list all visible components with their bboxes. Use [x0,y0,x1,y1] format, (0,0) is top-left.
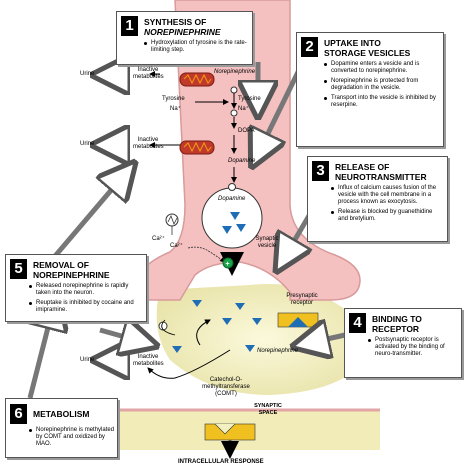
label-norepinephrine-top: Norepinephrine [214,69,256,75]
label-tyrosine-right: Tyrosine [238,96,261,102]
step1-number: 1 [121,16,138,36]
label-na-right: Na⁺ [238,106,249,112]
step6-number: 6 [10,404,27,424]
step2-bullet-3: Transport into the vesicle is inhibited … [324,95,439,109]
step1-bullet-1: Hydroxylation of tyrosine is the rate-li… [144,40,249,54]
step2-bullets: Dopamine enters a vesicle and is convert… [324,61,439,112]
step6-title: METABOLISM [33,409,90,419]
label-inactive-metabolites-bottom: Inactive metabolites [133,354,164,367]
svg-text:+: + [226,261,230,268]
step1-bullets: Hydroxylation of tyrosine is the rate-li… [144,40,249,57]
step5-number: 5 [10,259,27,279]
step3-number: 3 [312,161,329,181]
label-intracellular-response: INTRACELLULAR RESPONSE [178,459,264,465]
label-inactive-metabolites-middle: Inactive metabolites [133,137,164,150]
step2-bullet-2: Norepinephrine is protected from degrada… [324,78,439,92]
label-urine-top: Urine [80,71,95,77]
step5-bullets: Released norepinephrine is rapidly taken… [29,283,144,317]
mitochondrion-top [179,72,215,87]
label-na-left: Na⁺ [170,106,181,112]
label-presynaptic-receptor: Presynaptic receptor [286,293,318,306]
step4-bullet-1: Postsynaptic receptor is activated by th… [368,337,458,358]
label-ca-right: Ca²⁺ [170,243,183,249]
label-comt: Catechol-O-methyltransferase (COMT) [202,377,250,397]
step2-number: 2 [301,37,318,57]
synaptic-cleft-region [156,284,371,395]
step4-bullets: Postsynaptic receptor is activated by th… [368,337,458,361]
label-urine-middle: Urine [80,141,95,147]
step6-bullet-1: Norepinephrine is methylated by COMT and… [29,427,115,448]
step4-number: 4 [349,313,366,333]
label-urine-bottom: Urine [80,357,95,363]
label-dopamine-upper: Dopamine [228,158,256,164]
label-inactive-metabolites-top: Inactive metabolites [133,67,164,80]
label-synaptic-vesicle: Synaptic vesicle [255,236,279,249]
label-dopa: DOPA [238,128,255,134]
step3-bullets: Influx of calcium causes fusion of the v… [331,185,444,226]
label-ca-left: Ca²⁺ [152,236,165,242]
step3-bullet-1: Influx of calcium causes fusion of the v… [331,185,444,206]
label-norepinephrine-cleft: Norepinephrine [257,348,299,354]
label-synaptic-space: SYNAPTIC SPACE [254,403,282,416]
step5-bullet-2: Reuptake is inhibited by cocaine and imi… [29,300,144,314]
label-tyrosine-left: Tyrosine [162,96,185,102]
step6-bullets: Norepinephrine is methylated by COMT and… [29,427,115,451]
step3-bullet-2: Release is blocked by guanethidine and b… [331,209,444,223]
step5-bullet-1: Released norepinephrine is rapidly taken… [29,283,144,297]
step6-box: 6 METABOLISM Norepinephrine is methylate… [5,398,118,458]
mitochondrion-bottom [179,140,215,155]
label-dopamine-vesicle: Dopamine [218,196,246,202]
step2-bullet-1: Dopamine enters a vesicle and is convert… [324,61,439,75]
